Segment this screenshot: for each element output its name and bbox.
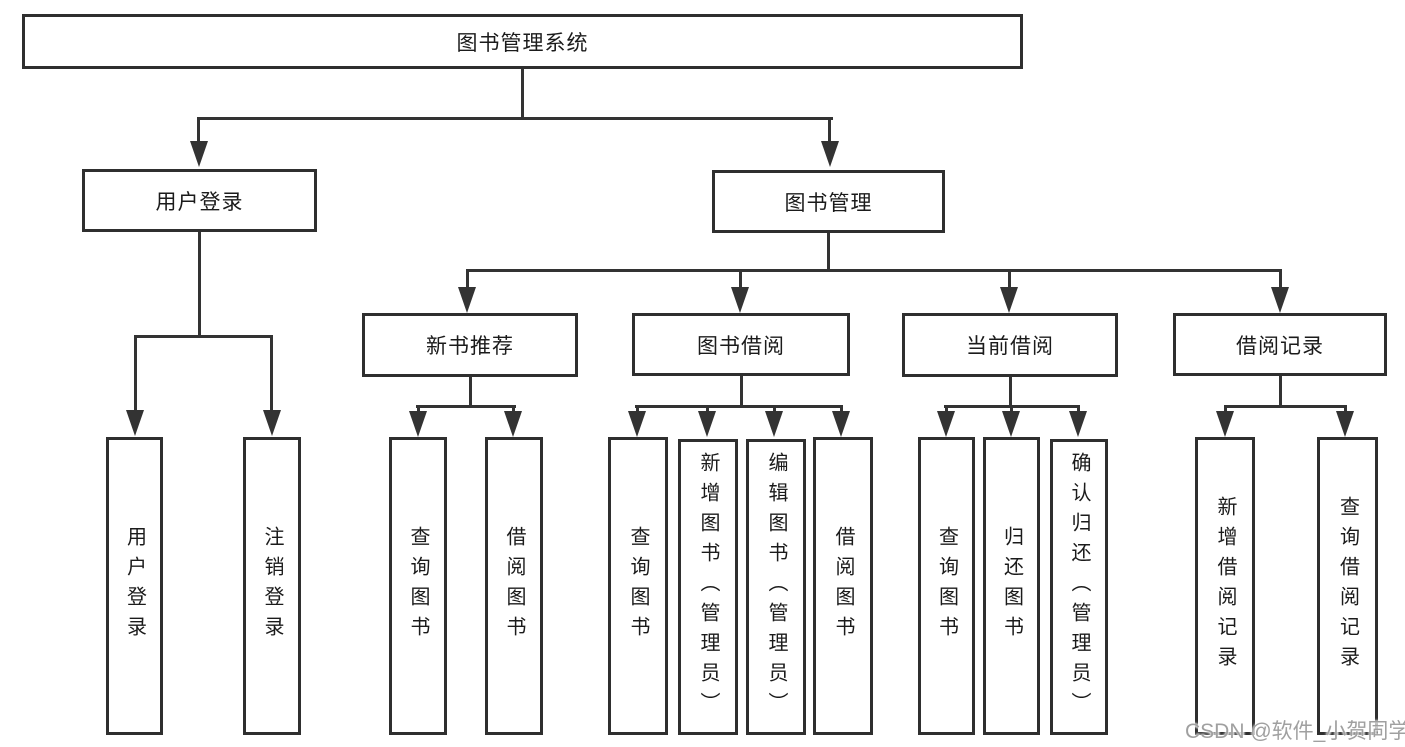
node-book-management-label: 图书管理 bbox=[784, 191, 873, 215]
leaf-query-books-borrowing: 查询图书 bbox=[608, 437, 668, 735]
connector-vline bbox=[270, 335, 273, 412]
connector-vline bbox=[840, 405, 843, 413]
connector-vline bbox=[636, 405, 639, 413]
arrow-down-icon bbox=[126, 410, 144, 436]
arrow-down-icon bbox=[458, 287, 476, 313]
node-borrowing-records-label: 借阅记录 bbox=[1236, 334, 1324, 358]
connector-vline bbox=[466, 269, 469, 289]
connector-vline bbox=[417, 405, 420, 413]
connector-vline bbox=[739, 269, 742, 289]
arrow-down-icon bbox=[765, 411, 783, 437]
connector-hline bbox=[635, 405, 843, 408]
leaf-query-borrow-record: 查询借阅记录 bbox=[1317, 437, 1378, 735]
connector-root-vline bbox=[521, 69, 524, 119]
node-user-login: 用户登录 bbox=[82, 169, 317, 232]
leaf-edit-book-admin: 编辑图书（管理员） bbox=[746, 439, 806, 735]
arrow-down-icon bbox=[409, 411, 427, 437]
connector-vline bbox=[828, 117, 831, 143]
node-book-management: 图书管理 bbox=[712, 170, 945, 233]
node-root-label: 图书管理系统 bbox=[456, 31, 589, 55]
connector-vline bbox=[198, 232, 201, 338]
connector-vline bbox=[469, 377, 472, 407]
arrow-down-icon bbox=[698, 411, 716, 437]
arrow-down-icon bbox=[190, 141, 208, 167]
connector-vline bbox=[1224, 405, 1227, 413]
node-user-login-label: 用户登录 bbox=[155, 190, 244, 214]
connector-vline bbox=[512, 405, 515, 413]
node-book-borrowing-label: 图书借阅 bbox=[697, 334, 785, 358]
connector-vline bbox=[945, 405, 948, 413]
arrow-down-icon bbox=[821, 141, 839, 167]
leaf-confirm-return-admin: 确认归还（管理员） bbox=[1050, 439, 1108, 735]
connector-hline bbox=[1224, 405, 1346, 408]
node-new-book-recommend: 新书推荐 bbox=[362, 313, 578, 377]
arrow-down-icon bbox=[1000, 287, 1018, 313]
node-current-borrowing: 当前借阅 bbox=[902, 313, 1118, 377]
connector-vline bbox=[1279, 376, 1282, 407]
arrow-down-icon bbox=[1336, 411, 1354, 437]
node-current-borrowing-label: 当前借阅 bbox=[966, 335, 1054, 358]
leaf-user-login: 用户登录 bbox=[106, 437, 163, 735]
connector-vline bbox=[827, 233, 830, 271]
csdn-watermark: CSDN @软件_小贺同学 bbox=[1185, 720, 1405, 743]
connector-vline bbox=[706, 405, 709, 413]
arrow-down-icon bbox=[1216, 411, 1234, 437]
leaf-add-borrow-record: 新增借阅记录 bbox=[1195, 437, 1255, 735]
connector-vline bbox=[1077, 405, 1080, 413]
node-borrowing-records: 借阅记录 bbox=[1173, 313, 1387, 376]
leaf-borrow-books-borrowing: 借阅图书 bbox=[813, 437, 873, 735]
leaf-add-book-admin: 新增图书（管理员） bbox=[678, 439, 738, 735]
connector-vline bbox=[134, 335, 137, 412]
leaf-borrow-books-recommend: 借阅图书 bbox=[485, 437, 543, 735]
connector-vline bbox=[197, 117, 200, 143]
connector-hline bbox=[416, 405, 516, 408]
arrow-down-icon bbox=[937, 411, 955, 437]
node-root: 图书管理系统 bbox=[22, 14, 1023, 69]
arrow-down-icon bbox=[504, 411, 522, 437]
leaf-query-books-current: 查询图书 bbox=[918, 437, 975, 735]
connector-root-hline bbox=[197, 117, 833, 120]
connector-hline bbox=[466, 269, 1282, 272]
node-new-book-recommend-label: 新书推荐 bbox=[426, 335, 514, 358]
arrow-down-icon bbox=[731, 287, 749, 313]
arrow-down-icon bbox=[1002, 411, 1020, 437]
connector-vline bbox=[1010, 405, 1013, 413]
connector-vline bbox=[773, 405, 776, 413]
leaf-logout: 注销登录 bbox=[243, 437, 301, 735]
arrow-down-icon bbox=[832, 411, 850, 437]
leaf-query-books-recommend: 查询图书 bbox=[389, 437, 447, 735]
arrow-down-icon bbox=[1271, 287, 1289, 313]
connector-vline bbox=[1344, 405, 1347, 413]
connector-vline bbox=[1008, 269, 1011, 289]
leaf-return-book: 归还图书 bbox=[983, 437, 1040, 735]
connector-vline bbox=[1009, 377, 1012, 407]
connector-vline bbox=[1279, 269, 1282, 289]
arrow-down-icon bbox=[1069, 411, 1087, 437]
arrow-down-icon bbox=[263, 410, 281, 436]
connector-hline bbox=[134, 335, 273, 338]
node-book-borrowing: 图书借阅 bbox=[632, 313, 850, 376]
connector-vline bbox=[740, 376, 743, 407]
arrow-down-icon bbox=[628, 411, 646, 437]
